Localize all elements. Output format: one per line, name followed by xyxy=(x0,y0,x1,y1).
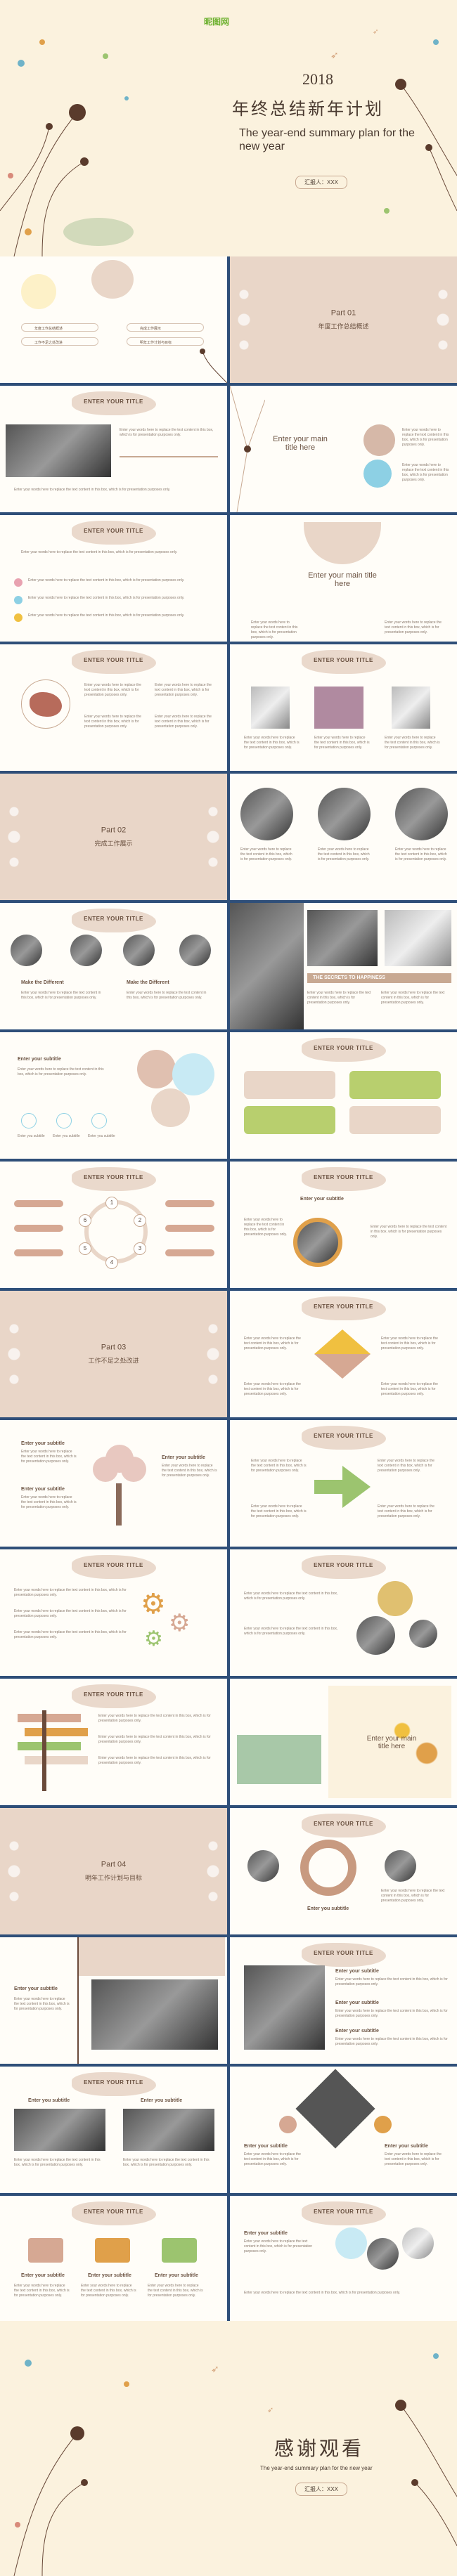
bubbles-slide: Enter your subtitle Enter your words her… xyxy=(0,1032,227,1159)
difference-slide: ENTER YOUR TITLE Make the Different Make… xyxy=(0,903,227,1029)
part-number: Part 04 xyxy=(101,1860,127,1869)
part-number: Part 03 xyxy=(101,1343,127,1352)
agenda-item[interactable]: 完成工作展示 xyxy=(127,323,204,332)
dandelion-decor-right xyxy=(395,2353,457,2546)
gear-icon: ⚙ xyxy=(141,1589,166,1620)
happiness-title: THE SECRETS TO HAPPINESS xyxy=(307,973,451,983)
part-number: Part 02 xyxy=(101,826,127,835)
part-01-slide: Part 01 年度工作总结概述 xyxy=(230,256,457,383)
folder-icon xyxy=(28,2238,63,2263)
bird-icon: ➶ xyxy=(330,49,339,60)
ending-reporter: 汇报人：XXX xyxy=(295,2483,348,2496)
map-slide: ENTER YOUR TITLE Enter your words here t… xyxy=(0,644,227,771)
china-map-icon xyxy=(30,692,62,717)
step-number: 3 xyxy=(134,1242,146,1255)
folders-slide: ENTER YOUR TITLE Enter your subtitle Ent… xyxy=(0,2196,227,2322)
cycle-slide: ENTER YOUR TITLE Enter you subtitle Ente… xyxy=(230,1808,457,1934)
dandelion-decor-left xyxy=(13,2360,129,2576)
part-title: 年度工作总结概述 xyxy=(318,323,369,330)
arrow-diagram xyxy=(314,1466,371,1508)
bird-icon: ➶ xyxy=(211,2363,219,2374)
main-title: Enter your main title here xyxy=(308,571,377,588)
step-number: 4 xyxy=(105,1256,118,1269)
photo-circles-slide: ENTER YOUR TITLE Enter your words here t… xyxy=(230,1549,457,1676)
ending-title-cn: 感谢观看 xyxy=(274,2437,365,2460)
cover-reporter: 汇报人：XXX xyxy=(295,176,348,189)
photo-collage-slide: Enter your subtitle Enter your words her… xyxy=(0,1937,227,2064)
cover-year: 2018 xyxy=(302,70,333,88)
bird-icon: ➶ xyxy=(267,2406,274,2414)
part-title: 完成工作展示 xyxy=(94,840,133,847)
body-text: Enter your words here to replace the tex… xyxy=(120,428,214,437)
grayscale-slide: ENTER YOUR TITLE Enter your subtitle Ent… xyxy=(230,1937,457,2064)
diamond-slide: Enter your subtitle Enter your words her… xyxy=(230,2067,457,2193)
agenda-item[interactable]: 年度工作总结概述 xyxy=(21,323,98,332)
step-number: 6 xyxy=(79,1214,91,1227)
gear-icon: ⚙ xyxy=(169,1610,191,1637)
cover-title-en: The year-end summary plan for the new ye… xyxy=(239,127,415,152)
two-photos-slide: ENTER YOUR TITLE Enter you subtitle Ente… xyxy=(0,2067,227,2193)
folder-icon xyxy=(95,2238,130,2263)
agenda-item[interactable]: 明年工作计划与目标 xyxy=(127,337,204,346)
agenda-slide: 年度工作总结概述 完成工作展示 工作不足之处改进 明年工作计划与目标 xyxy=(0,256,227,383)
part-03-slide: Part 03 工作不足之处改进 xyxy=(0,1291,227,1417)
folder-icon xyxy=(162,2238,197,2263)
content-slide: ENTER YOUR TITLE Enter your words here t… xyxy=(0,386,227,512)
main-title: Enter your main title here xyxy=(273,435,328,452)
main-title-slide: Enter your main title here xyxy=(230,1679,457,1805)
icon-list-slide: ENTER YOUR TITLE Enter your words here t… xyxy=(0,515,227,642)
slide-grid: 年度工作总结概述 完成工作展示 工作不足之处改进 明年工作计划与目标 Part … xyxy=(0,256,457,2322)
part-number: Part 01 xyxy=(330,308,356,318)
tree-icon xyxy=(93,1445,146,1526)
step-number: 2 xyxy=(134,1214,146,1227)
pattern-slide: ENTER YOUR TITLE Enter your words here t… xyxy=(230,644,457,771)
step-number: 1 xyxy=(105,1197,118,1209)
main-title-slide: Enter your main title here Enter your wo… xyxy=(230,386,457,512)
pyramid-slide: ENTER YOUR TITLE Enter your words here t… xyxy=(230,1291,457,1417)
pyramid-diagram xyxy=(314,1329,371,1379)
part-04-slide: Part 04 明年工作计划与目标 xyxy=(0,1808,227,1934)
circle-photos-slide: Enter your words here to replace the tex… xyxy=(230,774,457,900)
main-title-slide: Enter your main title here Enter your wo… xyxy=(230,515,457,642)
dandelion-decor xyxy=(200,349,227,383)
gear-icon: ⚙ xyxy=(144,1627,163,1651)
part-title: 工作不足之处改进 xyxy=(88,1357,139,1365)
part-02-slide: Part 02 完成工作展示 xyxy=(0,774,227,900)
main-title: Enter your main title here xyxy=(366,1735,417,1750)
body-text: Enter your words here to replace the tex… xyxy=(14,488,171,492)
arrow-diagram-slide: ENTER YOUR TITLE Enter your words here t… xyxy=(230,1420,457,1547)
signpost-slide: ENTER YOUR TITLE Enter your words here t… xyxy=(0,1679,227,1805)
agenda-item[interactable]: 工作不足之处改进 xyxy=(21,337,98,346)
ending-slide: ➶ ➶ 感谢观看 The year-end summary plan for t… xyxy=(0,2321,457,2576)
part-title: 明年工作计划与目标 xyxy=(84,1874,143,1882)
gears-slide: ENTER YOUR TITLE Enter your words here t… xyxy=(0,1549,227,1676)
bird-icon: ➶ xyxy=(373,28,379,36)
step-number: 5 xyxy=(79,1242,91,1255)
dandelion-decor-left xyxy=(0,39,134,256)
colored-boxes-slide: ENTER YOUR TITLE xyxy=(230,1032,457,1159)
dandelion-decor-right xyxy=(384,39,457,214)
tree-slide: Enter your subtitle Enter your words her… xyxy=(0,1420,227,1547)
cover-slide: 昵图网 ➶ ➶ 2018 年终总结新年计划 The year-end summa… xyxy=(0,0,457,256)
ending-title-en: The year-end summary plan for the new ye… xyxy=(260,2465,373,2471)
subtitle-slide: ENTER YOUR TITLE Enter your subtitle Ent… xyxy=(230,1162,457,1288)
numbered-ring-slide: ENTER YOUR TITLE 1 2 3 4 5 6 xyxy=(0,1162,227,1288)
happiness-slide: THE SECRETS TO HAPPINESS Enter your word… xyxy=(230,903,457,1029)
summary-slide: ENTER YOUR TITLE Enter your subtitle Ent… xyxy=(230,2196,457,2322)
mountain-photo xyxy=(6,424,111,477)
brand-logo: 昵图网 xyxy=(204,17,230,27)
cover-title-cn: 年终总结新年计划 xyxy=(232,99,384,119)
